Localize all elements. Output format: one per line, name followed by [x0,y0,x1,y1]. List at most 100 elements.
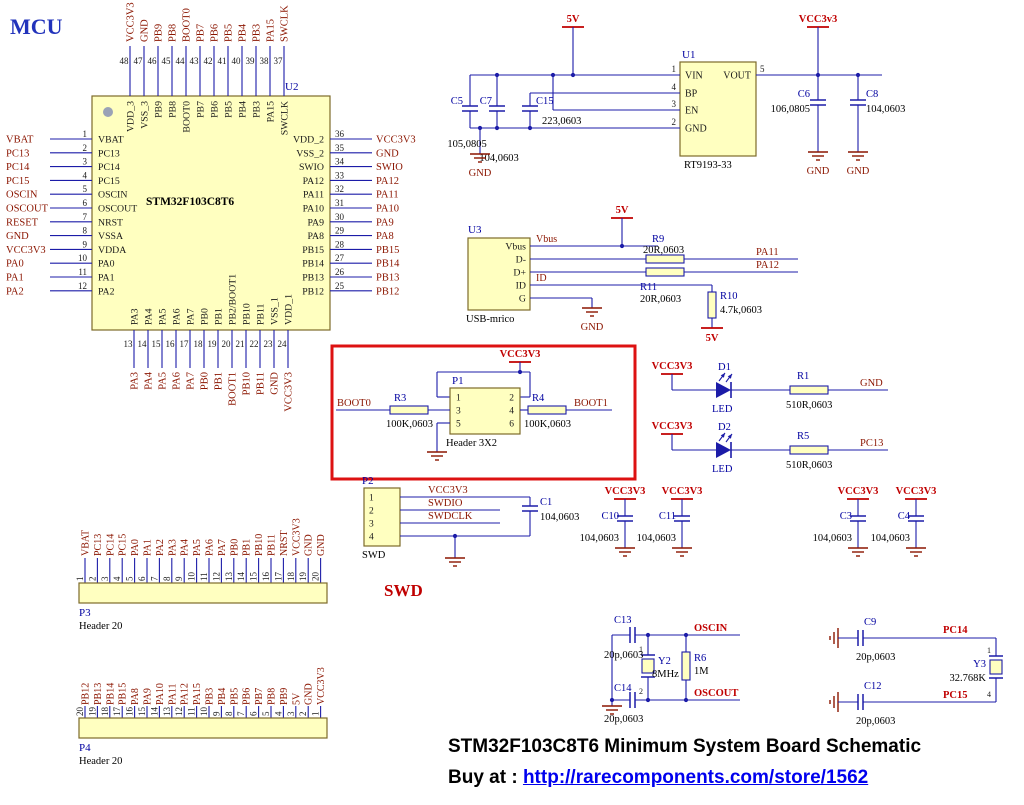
resistor-body [707,291,717,319]
net-label-PB1: PB1 [242,539,253,556]
pin-name: VDD_1 [284,294,295,325]
pin-name: PB13 [302,273,324,284]
pin-number: 37 [274,56,284,66]
pin-name: VOUT [723,71,751,82]
pin-number: 41 [218,56,227,66]
designator-C7: C7 [480,96,492,107]
designator-D1: D1 [718,362,731,373]
pin-number: 5 [261,711,271,716]
pin-number: 9 [211,711,221,716]
pin-name: PB1 [214,308,225,325]
usb-part: USB-mrico [466,314,514,325]
pin-number: 9 [83,239,88,249]
net-label-PB14: PB14 [376,259,400,270]
net-label-VCC3V3: VCC3V3 [284,372,295,412]
value-C4: 104,0603 [871,533,910,544]
resistor-body [789,385,829,395]
mcu-body [91,95,331,331]
pin-number: 3 [83,157,88,167]
designator-R1: R1 [797,371,809,382]
net-label-PB14: PB14 [105,683,116,705]
pin-number: 11 [199,572,209,581]
designator-C8: C8 [866,89,878,100]
pin-name: PB10 [242,303,253,325]
net-label-PB4: PB4 [238,23,249,42]
net-label-PB7: PB7 [254,688,265,705]
net-label-SWIO: SWIO [376,162,403,173]
value-C14: 20p,0603 [604,714,643,725]
pin-name: PA11 [303,190,324,201]
resistor-body [645,254,685,264]
net-label-PA12: PA12 [180,683,191,705]
net-label-PA1: PA1 [143,539,154,556]
gnd-symbol [615,547,635,557]
section-label-mcu: MCU [10,14,63,39]
pin-number: 13 [162,707,172,717]
junction-dot [570,72,576,78]
pin-number: 1 [639,645,643,654]
pin-number: 45 [162,56,172,66]
pin-number: 29 [335,226,345,236]
net-label-PC15: PC15 [6,176,29,187]
net-label-GND: GND [316,534,327,556]
pin-name: VSS_3 [140,101,151,129]
buy-prefix: Buy at : [448,766,523,788]
net-label-PB6: PB6 [210,24,221,42]
designator-P4: P4 [79,742,91,754]
value-R4: 100K,0603 [524,419,571,430]
net-label-PC14: PC14 [105,534,116,556]
net-label-PA12: PA12 [756,260,779,271]
net-label-BOOT0: BOOT0 [182,8,193,42]
designator-C13: C13 [614,615,632,626]
junction-dot [683,632,689,638]
net-label-VCC3V3: VCC3V3 [428,485,468,496]
gnd-symbol [672,547,692,557]
pin-number: 22 [250,339,259,349]
pin-number: 18 [100,707,110,717]
net-label-PC13: PC13 [93,534,104,556]
net-label-PB5: PB5 [224,24,235,42]
pin-number: 8 [83,226,88,236]
regulator-body [679,61,757,157]
pin-number: 33 [335,170,345,180]
pin-name: PB0 [200,308,211,325]
net-label-PA5: PA5 [192,539,203,556]
buy-link[interactable]: http://rarecomponents.com/store/1562 [522,766,869,788]
gnd-symbol [470,153,490,163]
value-C1: 104,0603 [540,512,579,523]
pin-number: 1 [75,577,85,582]
designator-Y3: Y3 [973,659,986,670]
gnd-label: GND [581,322,604,333]
designator-R10: R10 [720,291,738,302]
net-label-PA11: PA11 [756,247,779,258]
value-C5: 105,0805 [447,139,486,150]
net-label-PA15: PA15 [266,19,277,42]
pin-name: OSCIN [98,190,127,201]
resistor-body [681,651,691,681]
net-label-PA11: PA11 [376,190,399,201]
power-port-5v-usb: 5V [616,205,629,216]
pin-number: 34 [335,157,345,167]
designator-C11: C11 [659,511,676,522]
pin-number: 21 [236,339,245,349]
pin-name: PA0 [98,259,115,270]
pin-number: 8 [162,576,172,581]
net-label-PA3: PA3 [130,372,141,390]
value-R9: 20R,0603 [643,245,684,256]
pin-number: 12 [211,572,221,581]
net-label-GND: GND [304,683,315,705]
led-arrowhead [727,374,732,379]
pin-number: 18 [286,572,296,582]
designator-P2: P2 [362,475,374,487]
title-block: STM32F103C8T6 Minimum System Board Schem… [448,736,921,789]
designator-C15: C15 [536,96,554,107]
pin-number: 2 [83,143,88,153]
pin-name: PA15 [266,101,277,123]
net-label-PB11: PB11 [267,534,278,556]
value-R11: 20R,0603 [640,294,681,305]
pin-number: 1 [672,64,677,74]
pin-number: 5 [125,576,135,581]
pin-number: 24 [278,339,288,349]
pin-number: 20 [311,572,321,582]
